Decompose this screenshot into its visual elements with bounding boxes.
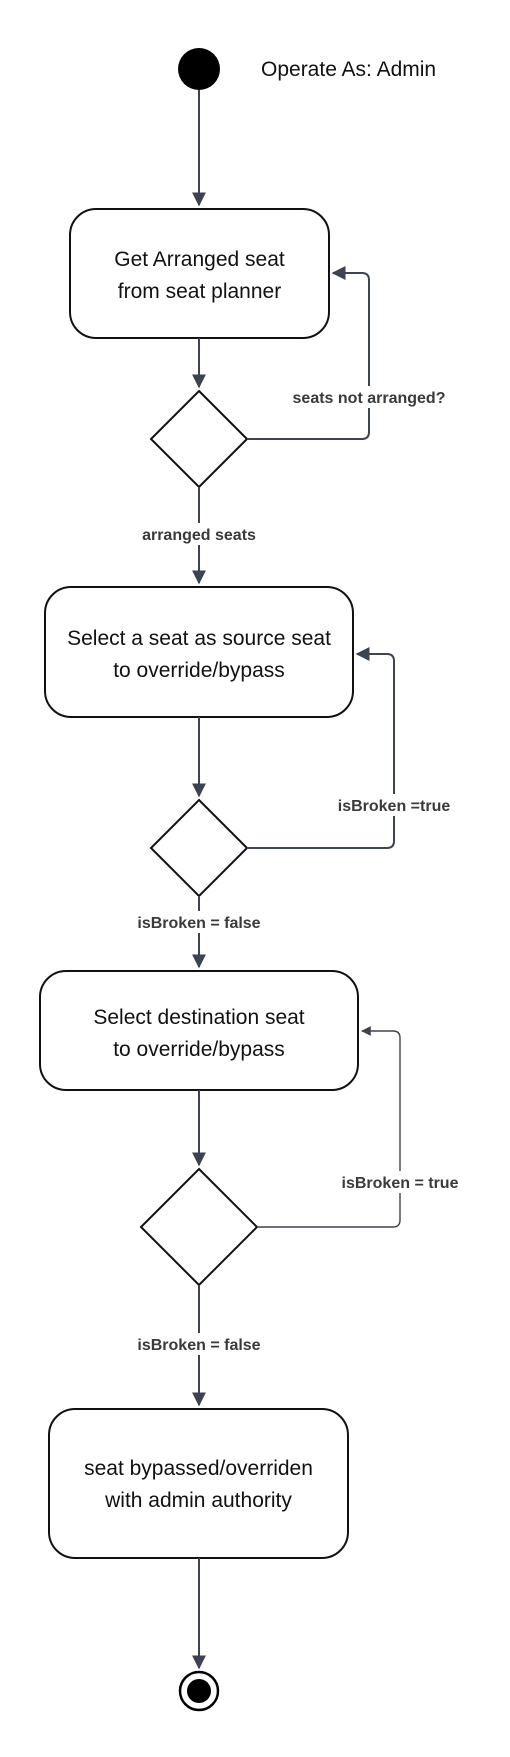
decision-destination-broken — [139, 1167, 259, 1287]
activity-select-destination-line-1: Select destination seat — [93, 1006, 304, 1029]
edge-label-source-broken: isBroken =true — [338, 798, 451, 815]
start-node — [178, 48, 220, 90]
flow-seats-not-arranged-loop — [247, 266, 370, 440]
decision-source-broken — [149, 798, 249, 898]
activity-select-source-line-1: Select a seat as source seat — [67, 627, 331, 650]
activity-select-source-seat: Select a seat as source seat to override… — [44, 586, 354, 718]
end-node — [178, 1670, 220, 1712]
edge-label-destination-ok: isBroken = false — [137, 1337, 260, 1354]
activity-get-arranged-line-1: Get Arranged seat — [114, 248, 285, 271]
edge-label-seats-not-arranged: seats not arranged? — [293, 390, 446, 407]
activity-seat-bypassed: seat bypassed/overriden with admin autho… — [48, 1408, 349, 1559]
activity-select-source-line-2: to override/bypass — [113, 659, 285, 682]
activity-seat-bypassed-line-1: seat bypassed/overriden — [84, 1457, 313, 1480]
edge-label-source-ok: isBroken = false — [137, 915, 260, 932]
activity-get-arranged-seat: Get Arranged seat from seat planner — [69, 208, 330, 339]
flow-destination-broken-loop — [257, 1026, 401, 1228]
decision-seats-arranged — [149, 389, 249, 489]
actor-label: Operate As: Admin — [261, 58, 436, 81]
edge-label-arranged-seats: arranged seats — [142, 527, 256, 544]
activity-get-arranged-line-2: from seat planner — [118, 280, 281, 303]
activity-select-destination-line-2: to override/bypass — [113, 1038, 285, 1061]
activity-seat-bypassed-line-2: with admin authority — [104, 1489, 292, 1512]
flow-source-broken-loop — [247, 647, 395, 849]
activity-select-destination-seat: Select destination seat to override/bypa… — [39, 970, 359, 1091]
edge-label-destination-broken: isBroken = true — [342, 1175, 459, 1192]
